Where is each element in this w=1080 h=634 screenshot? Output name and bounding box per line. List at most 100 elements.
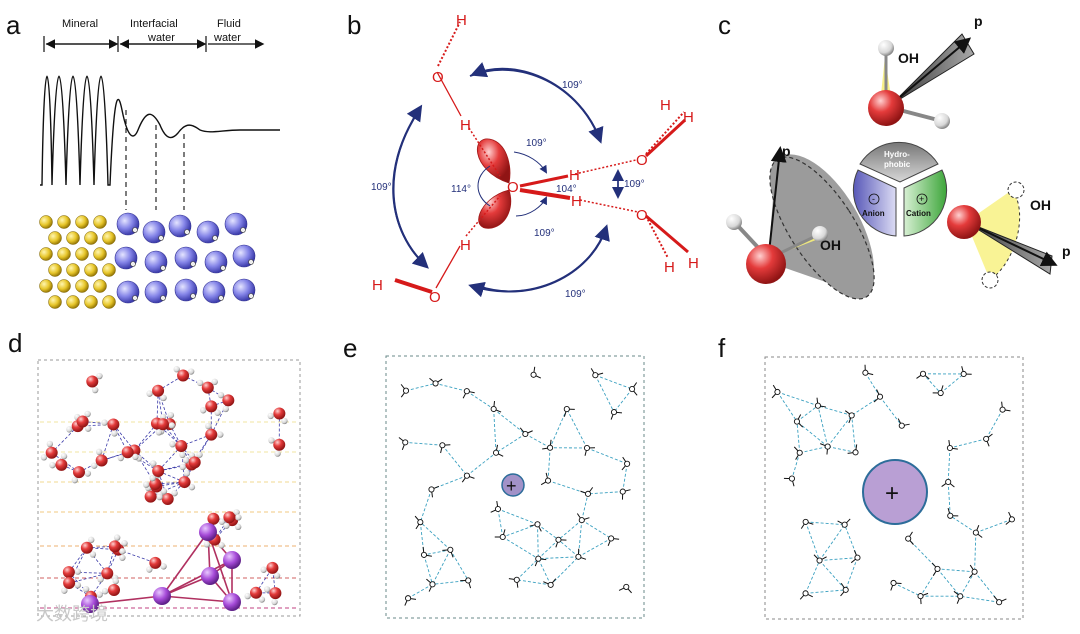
water-oxygen: [578, 517, 585, 524]
water-oxygen: [862, 369, 869, 376]
water-oxygen: [816, 557, 823, 564]
water-oxygen: [592, 372, 599, 379]
hydrogen-atom: [121, 540, 128, 547]
h-bond: [495, 433, 526, 454]
oxygen-atom: [266, 561, 279, 574]
oxygen-atom: [156, 418, 169, 431]
central-oxygen: O: [507, 179, 519, 196]
oxygen-atom: [62, 566, 75, 579]
fluid-label: Fluid: [217, 18, 241, 30]
panel-a: a Mineral Interfacial water Fluid water: [6, 10, 280, 309]
hydrogen-dot: [212, 235, 218, 241]
h-bond: [796, 421, 828, 447]
hydrophobic-label-1: Hydro-: [884, 150, 910, 159]
water-oxygen: [619, 488, 626, 495]
simulation-box: [37, 359, 301, 617]
guide-lines: [125, 110, 185, 210]
hydrogen-atom: [217, 431, 224, 438]
water-oxygen: [463, 472, 470, 479]
right-hydrogen-3: H: [660, 97, 671, 114]
water-oxygen: [996, 599, 1003, 606]
oxygen-atom: [273, 438, 286, 451]
h-bond: [558, 519, 583, 541]
panel-e-label: e: [343, 333, 357, 363]
hydrophobic-label-2: phobic: [884, 160, 911, 169]
interfacial-water-label: water: [147, 32, 175, 44]
mineral-label: Mineral: [62, 18, 98, 30]
angle-right: 109°: [624, 179, 645, 190]
hydrogen-atom: [111, 430, 118, 437]
h-bond: [442, 444, 468, 476]
oxygen-atom: [95, 454, 108, 467]
mineral-atom: [102, 231, 116, 245]
h-bond: [937, 568, 961, 597]
hydrogen-dot: [248, 293, 254, 299]
water-oxygen: [429, 581, 436, 588]
water-oxygen: [583, 444, 591, 452]
h-bond: [805, 521, 845, 526]
h-bond: [537, 539, 559, 560]
h-bond: [805, 589, 846, 594]
anion-sign: -: [872, 194, 875, 204]
h-bond: [949, 515, 977, 533]
h-bond: [538, 556, 579, 560]
water-oxygen: [802, 518, 809, 525]
water-oxygen: [1008, 516, 1015, 523]
hydrogen-dot: [160, 295, 166, 301]
hydrogen-dot: [130, 261, 136, 267]
h-bond: [423, 554, 433, 585]
panel-d-label: d: [8, 328, 22, 358]
h-bond: [819, 557, 858, 561]
hydrogen-dot: [184, 229, 190, 235]
hydrogen-atom: [82, 585, 90, 593]
water-oxygen: [402, 387, 410, 394]
anion-label: Anion: [862, 209, 885, 218]
hydrogen-atom: [88, 536, 95, 544]
panel-f-label: f: [718, 333, 726, 363]
hydrogen-atom: [46, 440, 54, 448]
h-bond: [537, 558, 552, 586]
h-bond: [69, 572, 108, 584]
h-bond: [537, 524, 539, 559]
water-oxygen: [439, 442, 446, 449]
water-oxygen: [774, 388, 781, 396]
water-oxygen: [624, 460, 631, 467]
h-bond: [405, 382, 436, 392]
hydrogen-atom: [160, 488, 168, 495]
h-bond: [777, 391, 819, 407]
oxygen-atom: [108, 583, 121, 596]
mineral-atom: [75, 215, 89, 229]
angle-lower-right: 109°: [565, 289, 586, 300]
hydrogen-atom: [156, 493, 163, 501]
oxygen-atom: [223, 511, 236, 524]
h-bond: [791, 452, 801, 479]
angle-hoh: 104°: [556, 184, 577, 195]
h-bond: [940, 373, 964, 394]
hydrogen-atom: [60, 453, 68, 460]
h-bond: [493, 408, 526, 435]
oxygen-atom: [149, 556, 162, 569]
hydrogen-atom: [182, 457, 190, 464]
hydrogen-atom: [233, 509, 240, 516]
water-oxygen: [584, 490, 592, 497]
h-bond: [432, 580, 469, 585]
h-bond: [449, 549, 469, 581]
mineral-atom: [48, 263, 62, 277]
water-oxygen: [898, 422, 905, 429]
h-bond: [502, 536, 539, 560]
lower-hydrogen-tip: H: [372, 277, 383, 294]
oxygen-atom: [107, 418, 120, 431]
hydrogen-atom: [171, 489, 178, 497]
left-oh-label: OH: [820, 237, 841, 253]
oxygen-atom: [72, 466, 85, 479]
hydrogen-atom: [205, 422, 212, 430]
right-oh-label: OH: [1030, 197, 1051, 213]
h-bond: [466, 452, 497, 477]
mineral-atom: [102, 263, 116, 277]
hydrogen-atom: [179, 451, 186, 459]
mineral-atom: [39, 247, 53, 261]
hydrogen-atom: [223, 522, 230, 529]
mineral-atom: [66, 263, 80, 277]
hydrogen-atom: [211, 378, 218, 386]
